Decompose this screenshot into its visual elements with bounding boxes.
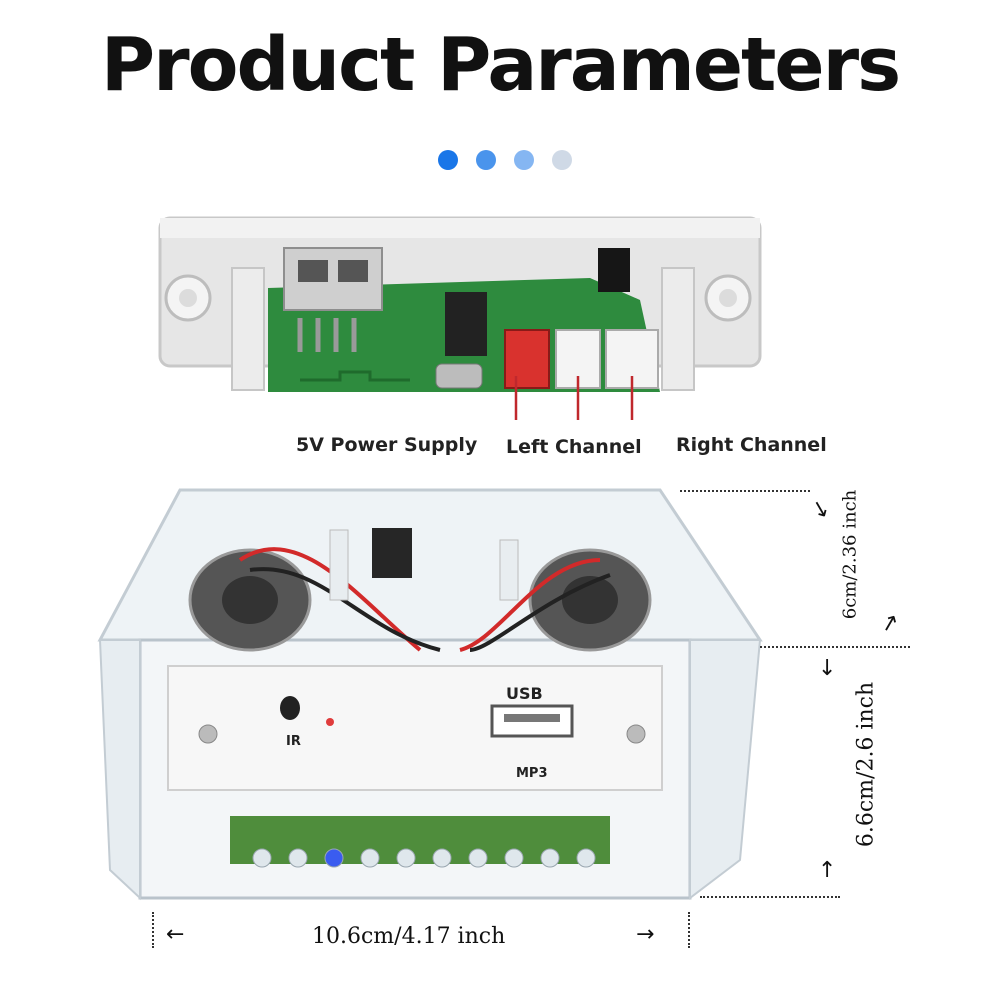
panel-mp3-label: MP3 — [516, 766, 548, 781]
arrow-up-icon: ↑ — [818, 858, 837, 883]
dimension-width: 10.6cm/4.17 inch — [312, 924, 506, 949]
dimension-height-top: 6cm/2.36 inch — [839, 489, 861, 620]
label-left-channel: Left Channel — [506, 436, 642, 458]
carousel-dot-2[interactable] — [476, 150, 496, 170]
label-power-supply: 5V Power Supply — [296, 434, 478, 456]
arrow-down-icon: ↓ — [818, 656, 837, 681]
page-title: Product Parameters — [100, 22, 901, 108]
dim-guide-bottom — [700, 896, 840, 898]
carousel-dot-4[interactable] — [552, 150, 572, 170]
dim-guide-left — [152, 912, 154, 948]
dim-guide-mid — [760, 646, 910, 648]
dim-guide-right — [688, 912, 690, 948]
dim-guide-top — [680, 490, 810, 492]
label-right-channel: Right Channel — [676, 434, 827, 456]
carousel-dot-1[interactable] — [438, 150, 458, 170]
panel-ir-label: IR — [286, 734, 301, 749]
dimension-height-side: 6.6cm/2.6 inch — [853, 681, 879, 848]
panel-usb-label: USB — [506, 684, 543, 703]
arrow-right-icon: → — [636, 922, 655, 947]
speaker-box-image — [97, 488, 763, 901]
arrow-left-icon: ← — [166, 922, 185, 947]
carousel-dots — [438, 150, 572, 170]
carousel-dot-3[interactable] — [514, 150, 534, 170]
pcb-module-image — [158, 216, 762, 420]
